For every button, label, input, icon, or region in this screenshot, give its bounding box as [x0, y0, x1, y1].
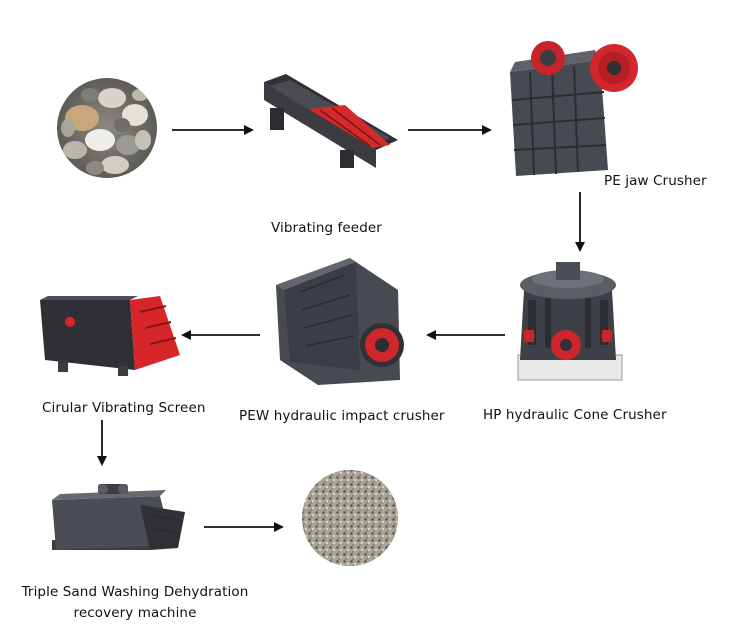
- label-hp-cone-crusher: HP hydraulic Cone Crusher: [483, 407, 667, 423]
- label-sand-washing-line2: recovery machine: [73, 605, 197, 621]
- label-pe-jaw-crusher: PE jaw Crusher: [604, 173, 707, 189]
- circular-vibrating-screen-machine: [40, 296, 180, 376]
- label-vibrating-feeder: Vibrating feeder: [271, 220, 382, 236]
- crushed-sand-icon: [302, 470, 398, 566]
- pew-impact-crusher-machine: [276, 258, 404, 385]
- river-pebbles-icon: [57, 78, 157, 178]
- hp-cone-crusher-machine: [517, 262, 623, 381]
- label-circular-vibrating-screen: Cirular Vibrating Screen: [42, 400, 206, 416]
- label-sand-washing-line1: Triple Sand Washing Dehydration: [21, 584, 249, 600]
- label-pew-impact-crusher: PEW hydraulic impact crusher: [239, 408, 445, 424]
- pe-jaw-crusher-machine: [510, 41, 638, 176]
- flow-arrows: [97, 125, 585, 532]
- vibrating-feeder-machine: [264, 74, 398, 168]
- sand-washing-dehydration-machine: [52, 484, 185, 550]
